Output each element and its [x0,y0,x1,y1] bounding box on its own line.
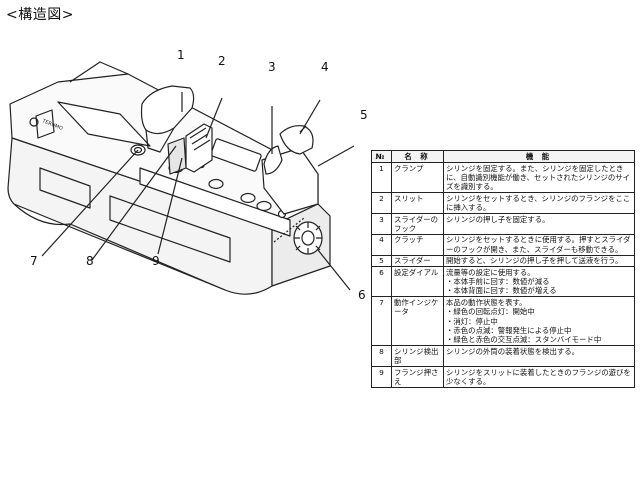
function-line: 流量等の設定に使用する。 [446,267,535,277]
button-b [208,178,224,190]
component-name: 動作インジケータ [391,296,444,347]
component-function: 開始すると、シリンジの押し子を押して送液を行う。 [443,254,635,268]
function-line: ・本体背面に回す：数値が増える [446,286,557,296]
function-line: ・赤色の点滅：警報発生による停止中 [446,326,572,335]
function-line: ・本体手前に回す：数値が減る [446,276,550,286]
flange-holder-9 [167,137,187,175]
button-d [256,200,272,212]
component-function: 流量等の設定に使用する。・本体手前に回す：数値が減る・本体背面に回す：数値が増え… [443,266,635,298]
component-name: 設定ダイアル [391,266,444,298]
component-function: シリンジをセットするときに使用する。押すとスライダーのフックが開き、また、スライ… [443,233,635,256]
table-header-row: № 名 称 機 能 [371,150,635,163]
callout-7: 7 [30,254,38,268]
component-name: フランジ押さえ [391,366,444,388]
row-number: 9 [371,366,392,388]
clamp-1 [140,85,195,135]
button-c [240,192,256,204]
component-name: クランプ [391,161,444,194]
row-number: 7 [371,296,392,347]
function-line: ・消灯：停止中 [446,316,498,326]
display-window [57,101,151,147]
row-number: 1 [371,161,392,194]
header-function: 機 能 [443,150,635,163]
component-function: シリンジをセットするとき、シリンジのフランジをここに挿入する。 [443,192,635,215]
component-name: スライダーのフック [391,213,444,235]
header-name: 名 称 [391,150,444,163]
lcd-window [210,138,262,172]
component-function: シリンジの押し子を固定する。 [443,213,635,235]
component-name: スライダー [391,254,444,268]
component-function: シリンジの外筒の装着状態を検出する。 [443,345,635,368]
row-number: 2 [371,192,392,215]
row-number: 5 [371,254,392,268]
row-number: 6 [371,266,392,298]
component-name: スリット [391,192,444,215]
row-number: 3 [371,213,392,235]
component-function: シリンジを固定する。また、シリンジを固定したときに、自動識別機能が働き、セットさ… [443,161,635,194]
callout-1: 1 [177,48,185,62]
function-line: シリンジをセットするときに使用する。押すとスライダーのフックが開き、また、スライ… [446,235,631,254]
clutch-4 [279,125,314,155]
function-line: シリンジの外筒の装着状態を検出する。 [446,346,580,356]
section-heading: <構造図> [6,7,74,23]
component-function: シリンジをスリットに装着したときのフランジの遊びを少なくする。 [443,366,635,388]
row-number: 8 [371,345,392,368]
component-name: シリンジ検出部 [391,345,444,368]
function-line: シリンジをスリットに装着したときのフランジの遊びを少なくする。 [446,367,631,387]
component-function: 本品の動作状態を表す。・緑色の回転点灯：開始中・消灯：停止中・赤色の点滅：警報発… [443,296,635,347]
callout-8: 8 [86,254,94,268]
syringe-pump-diagram: TERUMO [7,61,355,295]
function-line: ・緑色の回転点灯：開始中 [446,307,535,317]
function-line: 開始すると、シリンジの押し子を押して送液を行う。 [446,256,623,266]
component-name: クラッチ [391,233,444,256]
row-number: 4 [371,233,392,256]
header-no: № [371,150,392,163]
callout-9: 9 [152,254,160,268]
callout-3: 3 [268,60,276,74]
function-line: シリンジをセットするとき、シリンジのフランジをここに挿入する。 [446,193,631,213]
slider-hook-3 [263,145,283,175]
function-line: シリンジの押し子を固定する。 [446,214,550,224]
callout-4: 4 [321,60,329,74]
callout-6: 6 [358,288,366,302]
function-line: 本品の動作状態を表す。 [446,297,527,307]
function-line: ・緑色と赤色の交互点滅：スタンバイモード中 [446,335,602,345]
callout-5: 5 [360,108,368,122]
callout-2: 2 [218,54,226,68]
function-line: シリンジを固定する。また、シリンジを固定したときに、自動識別機能が働き、セットさ… [446,163,631,192]
